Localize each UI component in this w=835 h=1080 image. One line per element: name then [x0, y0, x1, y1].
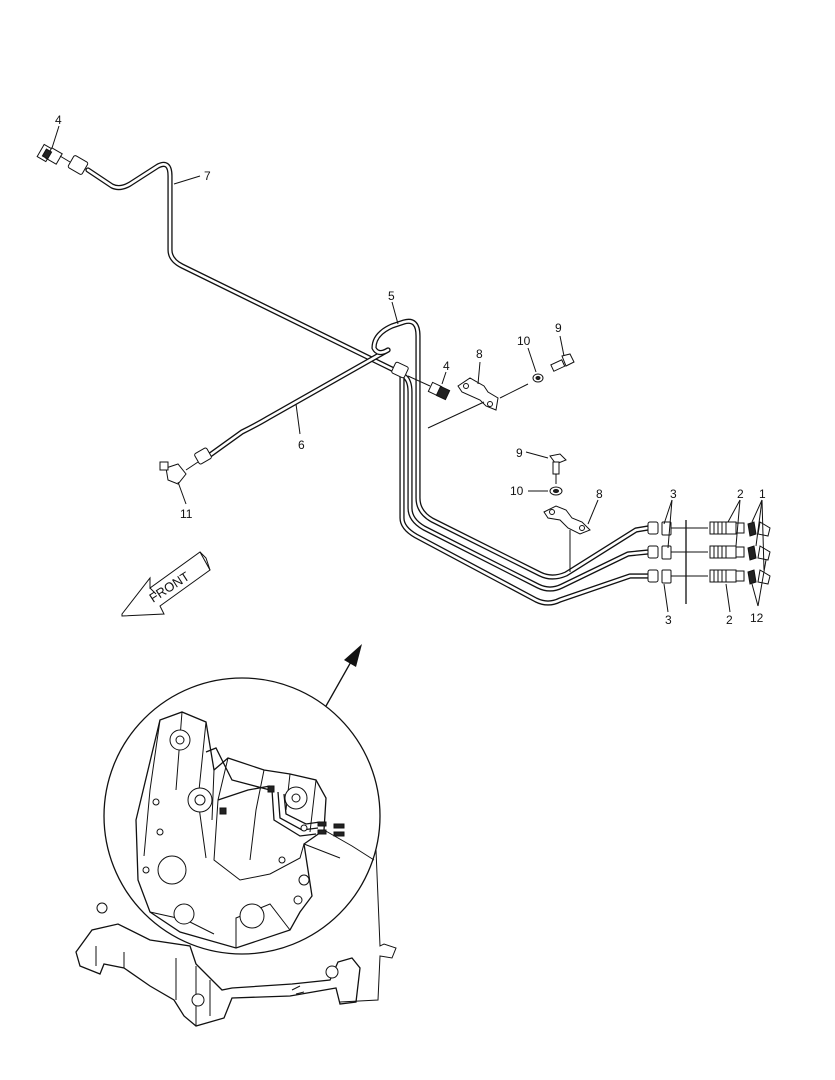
callout-7: 7 — [204, 169, 211, 183]
machine-location-view — [75, 677, 397, 1027]
leader-lines — [51, 125, 767, 613]
tube-6 — [207, 347, 391, 458]
callout-8-lower: 8 — [596, 487, 603, 501]
callout-4-center: 4 — [443, 359, 450, 373]
exploded-view: 4 7 5 4 8 10 9 6 11 9 10 8 3 2 1 3 2 12 … — [36, 113, 771, 627]
fitting-4-top-left — [36, 143, 89, 175]
view-pointer-arrow — [325, 644, 362, 707]
callout-4-top-left: 4 — [55, 113, 62, 127]
callout-2-top: 2 — [737, 487, 744, 501]
washer-10-lower — [549, 486, 563, 496]
callout-8-upper: 8 — [476, 347, 483, 361]
tube-routing-detail — [205, 747, 345, 837]
fitting-4-center — [391, 361, 451, 401]
fitting-11-elbow — [159, 447, 212, 485]
callout-2-bottom: 2 — [726, 613, 733, 627]
callout-3-bottom: 3 — [665, 613, 672, 627]
tube-group-5 — [371, 318, 651, 606]
callout-5: 5 — [388, 289, 395, 303]
callout-11: 11 — [180, 507, 193, 521]
callout-3-top: 3 — [670, 487, 677, 501]
loader-frame — [135, 711, 375, 949]
callout-12: 12 — [750, 611, 764, 625]
callout-9-upper: 9 — [555, 321, 562, 335]
bolt-9-lower — [549, 453, 567, 484]
callout-1: 1 — [759, 487, 766, 501]
callout-numbers: 4 7 5 4 8 10 9 6 11 9 10 8 3 2 1 3 2 12 — [55, 113, 766, 627]
callout-10-upper: 10 — [517, 334, 531, 348]
right-fittings — [647, 520, 771, 604]
clamp-8-upper — [427, 377, 529, 429]
front-direction-arrow: FRONT — [121, 551, 211, 617]
clamp-8-lower — [543, 505, 591, 572]
bolt-9-upper — [550, 353, 575, 372]
callout-6: 6 — [298, 438, 305, 452]
callout-10-lower: 10 — [510, 484, 524, 498]
washer-10-upper — [532, 373, 544, 383]
tube-7 — [85, 161, 401, 375]
callout-9-lower: 9 — [516, 446, 523, 460]
